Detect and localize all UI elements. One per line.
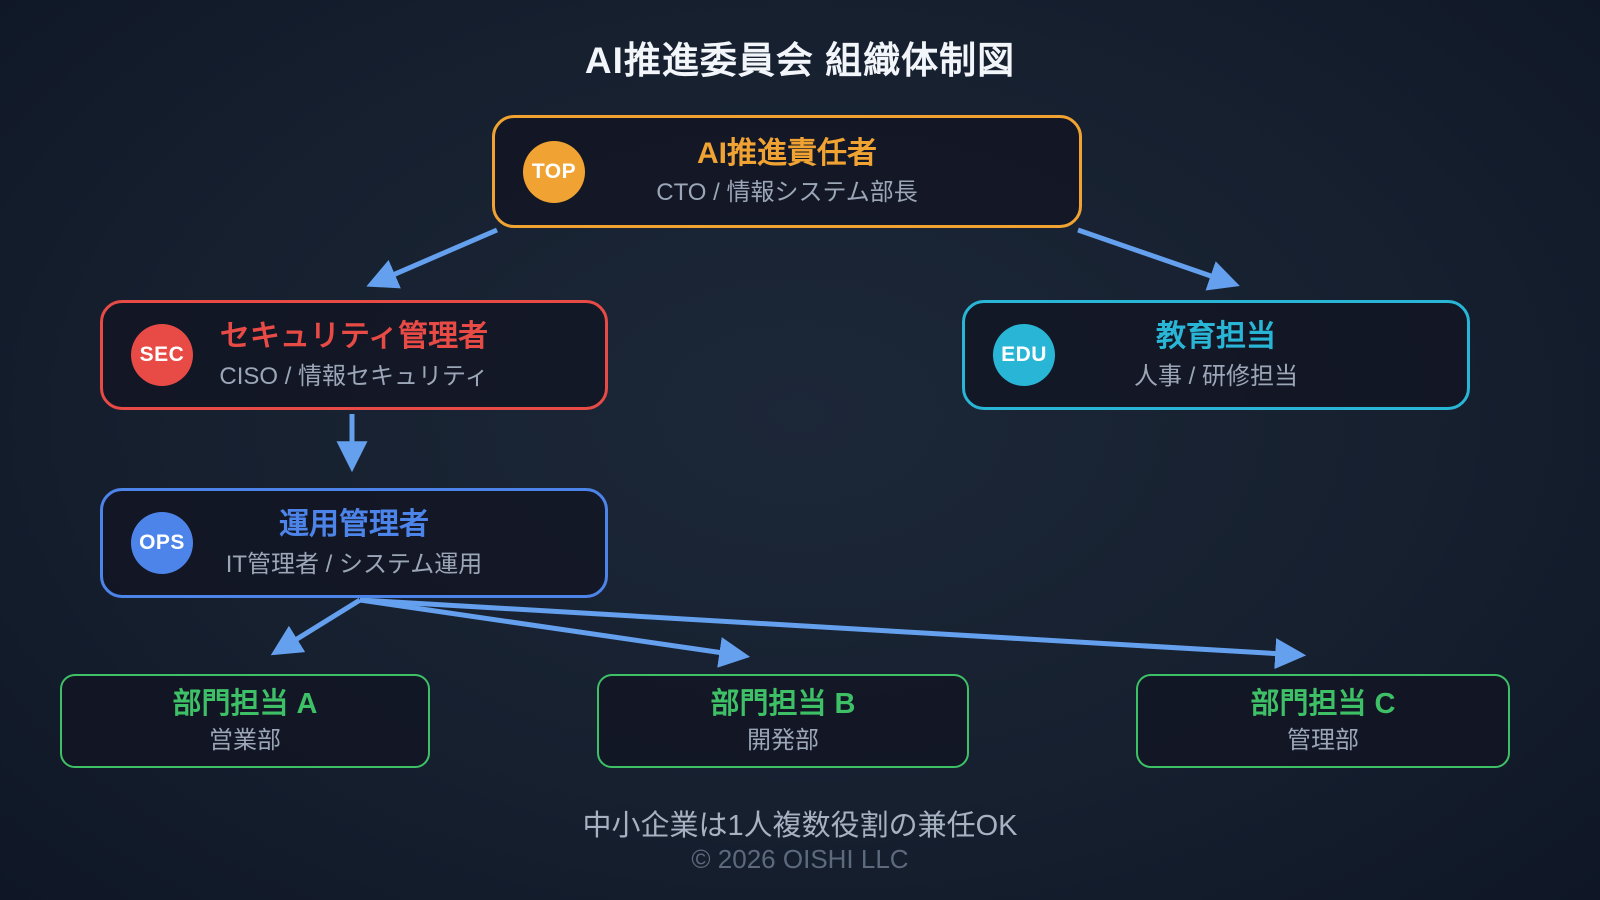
node-dept-a: 部門担当 A 営業部: [60, 674, 430, 768]
node-text: 部門担当 C 管理部: [1138, 686, 1508, 756]
node-title: セキュリティ管理者: [219, 320, 489, 354]
footer-note: 中小企業は1人複数役割の兼任OK: [582, 810, 1018, 842]
node-operations-manager: OPS 運用管理者 IT管理者 / システム運用: [100, 488, 608, 598]
node-title: 部門担当 A: [172, 687, 318, 720]
node-subtitle: 人事 / 研修担当: [1133, 362, 1298, 390]
sec-badge: SEC: [131, 324, 193, 386]
edge-ops-deptC-arrow: [359, 597, 1307, 670]
node-text: 運用管理者 IT管理者 / システム運用: [103, 506, 605, 580]
node-subtitle: 管理部: [1287, 727, 1359, 755]
copyright: © 2026 OISHI LLC: [691, 844, 909, 874]
node-title: AI推進責任者: [697, 136, 877, 170]
node-subtitle: 営業部: [209, 727, 281, 755]
node-text: 部門担当 A 営業部: [62, 686, 428, 756]
node-dept-c: 部門担当 C 管理部: [1136, 674, 1510, 768]
node-text: 教育担当 人事 / 研修担当: [965, 318, 1467, 392]
node-education-lead: EDU 教育担当 人事 / 研修担当: [962, 300, 1470, 410]
node-dept-b: 部門担当 B 開発部: [597, 674, 969, 768]
node-ai-lead: TOP AI推進責任者 CTO / 情報システム部長: [492, 115, 1082, 228]
node-security-manager: SEC セキュリティ管理者 CISO / 情報セキュリティ: [100, 300, 608, 410]
node-text: AI推進責任者 CTO / 情報システム部長: [495, 135, 1079, 209]
node-title: 教育担当: [1156, 320, 1276, 354]
node-text: セキュリティ管理者 CISO / 情報セキュリティ: [103, 318, 605, 392]
ops-badge: OPS: [131, 512, 193, 574]
top-badge: TOP: [523, 140, 585, 203]
edge-top-sec-arrow: [366, 227, 498, 289]
edge-top-edu-arrow: [1077, 227, 1240, 291]
node-subtitle: CTO / 情報システム部長: [656, 179, 918, 207]
page-title: AI推進委員会 組織体制図: [584, 40, 1016, 81]
node-title: 部門担当 C: [1250, 687, 1396, 720]
edge-ops-deptB-arrow: [359, 597, 751, 668]
node-text: 部門担当 B 開発部: [599, 686, 967, 756]
node-subtitle: IT管理者 / システム運用: [225, 550, 483, 578]
node-title: 部門担当 B: [710, 687, 856, 720]
edu-badge: EDU: [993, 324, 1055, 386]
edge-ops-deptA-arrow: [270, 597, 362, 656]
node-subtitle: 開発部: [747, 727, 819, 755]
node-subtitle: CISO / 情報セキュリティ: [219, 362, 489, 390]
node-title: 運用管理者: [279, 508, 429, 542]
